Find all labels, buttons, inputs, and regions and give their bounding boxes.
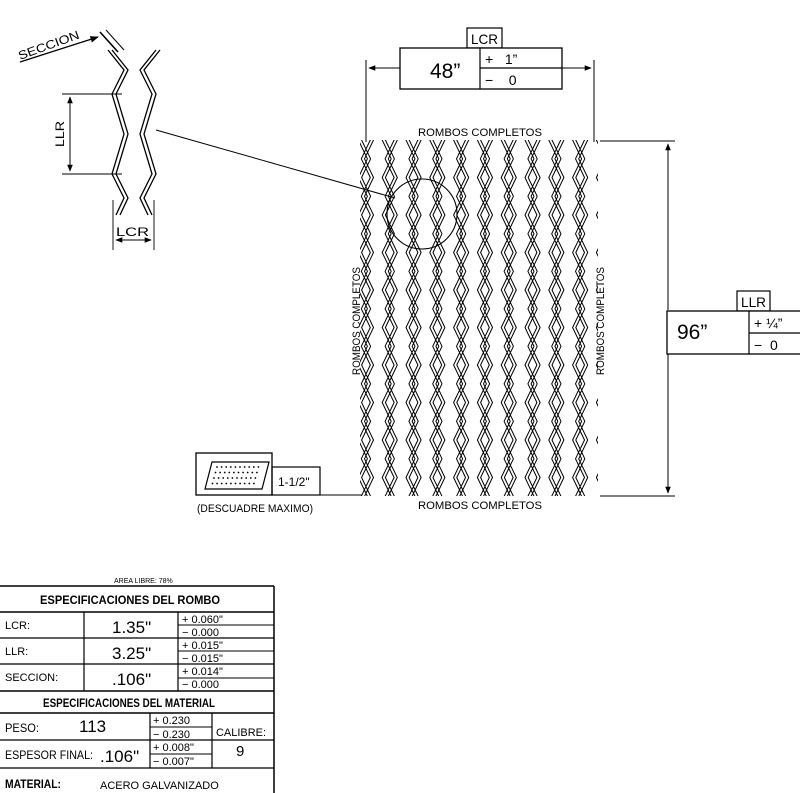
- squareness-dot: [213, 477, 215, 479]
- detail-llr-label: LLR: [53, 121, 67, 147]
- rombo-row-tol-minus: − 0.000: [182, 627, 219, 639]
- detail-callout-circle: [386, 178, 458, 250]
- diamond-section-detail: [19, 29, 396, 250]
- squareness-dot: [233, 471, 235, 474]
- mesh-left-label: ROMBOS COMPLETOS: [351, 267, 363, 375]
- length-tag: LLR: [741, 294, 766, 310]
- detail-strand-line: [139, 49, 157, 216]
- rombo-row-tol-minus: − 0.000: [182, 679, 219, 691]
- length-value: 96”: [677, 321, 707, 344]
- squareness-dot: [243, 466, 246, 468]
- espesor-value: .106": [100, 747, 139, 766]
- squareness-dot: [248, 482, 251, 485]
- squareness-dot: [257, 466, 260, 468]
- rombo-row-value: .106": [112, 670, 151, 689]
- squareness-detail: [195, 452, 362, 496]
- rombo-row-tol-plus: + 0.015": [182, 640, 223, 652]
- calibre-value: 9: [236, 743, 244, 760]
- squareness-dot: [256, 471, 258, 474]
- squareness-dot: [229, 466, 232, 468]
- squareness-dot: [225, 482, 228, 485]
- squareness-dot: [239, 482, 242, 485]
- squareness-dot: [236, 477, 238, 479]
- squareness-dot: [234, 466, 237, 468]
- squareness-dot: [219, 471, 222, 474]
- rombo-row-value: 3.25": [112, 644, 151, 663]
- peso-value: 113: [79, 717, 106, 736]
- squareness-dot: [214, 471, 217, 474]
- squareness-dot: [230, 482, 232, 485]
- peso-label: PESO:: [5, 721, 39, 735]
- squareness-dot: [245, 477, 248, 479]
- area-libre-note: AREA LIBRE: 78%: [114, 578, 173, 585]
- squareness-dot: [211, 482, 214, 485]
- squareness-dot: [246, 471, 249, 474]
- squareness-value: 1-1/2": [278, 475, 310, 489]
- mesh-bottom-label: ROMBOS COMPLETOS: [418, 500, 542, 512]
- mesh-strands: [360, 140, 598, 496]
- length-tol-plus: + ¼”: [754, 315, 783, 331]
- squareness-dot: [253, 482, 255, 485]
- length-tol-minus: − 0: [754, 337, 778, 353]
- expanded-metal-mesh: [360, 140, 598, 496]
- squareness-dot: [216, 482, 219, 485]
- width-value: 48”: [430, 60, 460, 83]
- detail-strand-line: [143, 49, 161, 216]
- squareness-dot: [220, 466, 223, 468]
- espesor-label: ESPESOR FINAL:: [5, 748, 93, 762]
- rombo-row-label: LCR:: [5, 620, 30, 632]
- mesh-right-label: ROMBOS COMPLETOS: [595, 267, 607, 375]
- squareness-dot: [225, 466, 228, 468]
- detail-lcr-label: LCR: [116, 225, 149, 239]
- squareness-dot: [231, 477, 234, 479]
- squareness-dot: [243, 482, 246, 485]
- rombo-row-tol-minus: − 0.015": [182, 653, 223, 665]
- squareness-dot: [220, 482, 223, 485]
- squareness-dot: [237, 471, 240, 474]
- material-value: ACERO GALVANIZADO: [100, 780, 219, 792]
- rombo-row-tol-plus: + 0.060": [182, 614, 223, 626]
- width-tol-minus: − 0: [485, 72, 517, 88]
- rombo-row-label: SECCION:: [5, 672, 58, 684]
- peso-tol-minus: − 0.230: [153, 729, 190, 741]
- squareness-dot: [254, 477, 257, 479]
- squareness-dot: [251, 471, 254, 474]
- squareness-dot: [248, 466, 251, 468]
- peso-tol-plus: + 0.230: [153, 715, 190, 727]
- material-title: ESPECIFICACIONES DEL MATERIAL: [43, 696, 215, 710]
- calibre-label: CALIBRE:: [216, 727, 266, 739]
- squareness-caption: (DESCUADRE MAXIMO): [197, 503, 313, 515]
- rombo-row-tol-plus: + 0.014": [182, 666, 223, 678]
- squareness-dot: [240, 477, 243, 479]
- width-tol-plus: + 1”: [485, 51, 518, 67]
- squareness-dot: [249, 477, 252, 479]
- mesh-top-label: ROMBOS COMPLETOS: [418, 127, 542, 139]
- squareness-dot: [239, 466, 241, 468]
- espesor-tol-plus: + 0.008": [153, 742, 194, 754]
- squareness-dot: [234, 482, 237, 485]
- squareness-dot: [222, 477, 225, 479]
- detail-strand-line: [107, 49, 125, 216]
- squareness-dot: [223, 471, 226, 474]
- specifications-table: [0, 585, 275, 793]
- rombo-title: ESPECIFICACIONES DEL ROMBO: [40, 593, 220, 607]
- length-dimension: [600, 140, 800, 497]
- squareness-dot: [228, 471, 231, 474]
- width-tag: LCR: [471, 31, 498, 47]
- material-label: MATERIAL:: [5, 777, 61, 791]
- detail-strand-line: [111, 49, 129, 216]
- width-dimension: [365, 27, 595, 142]
- rombo-row-label: LLR:: [5, 646, 28, 658]
- rombo-row-value: 1.35": [112, 618, 151, 637]
- squareness-dot: [226, 477, 229, 479]
- squareness-dot: [216, 466, 218, 468]
- squareness-dot: [252, 466, 255, 468]
- squareness-dot: [217, 477, 220, 479]
- espesor-tol-minus: − 0.007": [153, 756, 194, 768]
- squareness-dot: [242, 471, 245, 474]
